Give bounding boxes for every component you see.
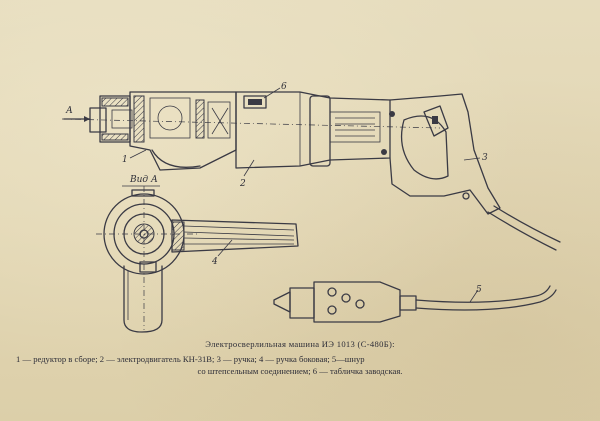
center-line bbox=[61, 118, 441, 129]
callouts: 1 2 3 4 5 6 bbox=[122, 82, 488, 303]
power-cord bbox=[487, 211, 557, 251]
callout-2: 2 bbox=[239, 179, 246, 189]
callout-6: 6 bbox=[281, 82, 287, 92]
side-handle bbox=[171, 219, 299, 253]
callout-3: 3 bbox=[482, 153, 488, 163]
trigger-switch bbox=[423, 105, 449, 137]
figure-title: Электросверлильная машина ИЭ 1013 (С-480… bbox=[205, 339, 395, 349]
callout-4: 4 bbox=[211, 257, 218, 267]
view-a-label: Вид А bbox=[129, 175, 158, 185]
handle-end-view bbox=[123, 265, 163, 333]
handle-grip-opening bbox=[400, 115, 449, 180]
figure-legend-line2: со штепсельным соединением; 6 — табличка… bbox=[197, 366, 403, 376]
plug-body bbox=[313, 281, 401, 323]
callout-5: 5 bbox=[476, 285, 482, 295]
view-a-drawing: Вид А bbox=[96, 175, 299, 333]
arrow-label: А bbox=[65, 106, 73, 116]
gearbox-housing bbox=[129, 91, 237, 171]
cord-with-plug bbox=[273, 281, 557, 323]
spindle-nose bbox=[89, 107, 107, 133]
drill-side-view: А bbox=[61, 91, 561, 251]
callout-1: 1 bbox=[122, 155, 128, 165]
rear-handle bbox=[389, 93, 501, 215]
name-plate bbox=[243, 95, 267, 109]
figure-legend-line1: 1 — редуктор в сборе; 2 — электродвигате… bbox=[16, 354, 365, 364]
